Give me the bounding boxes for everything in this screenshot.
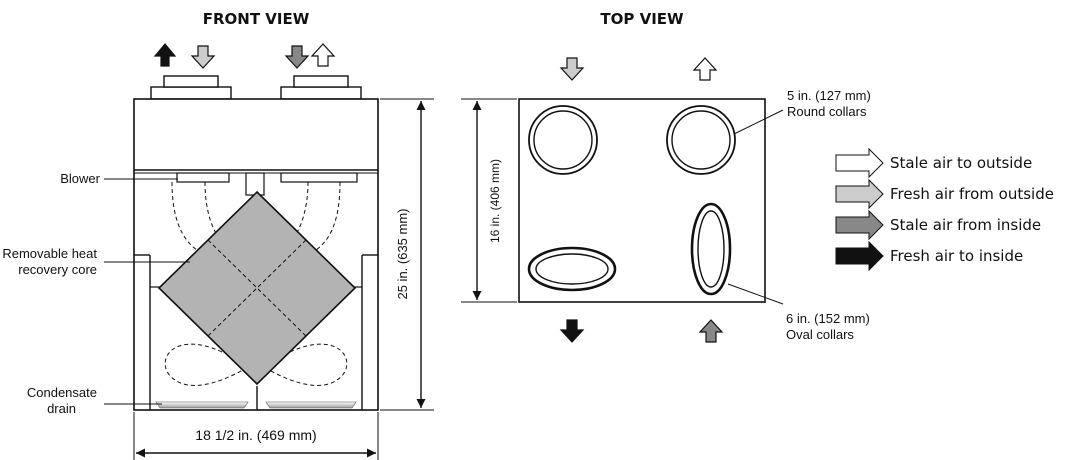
core-label-line1: Removable heat	[2, 246, 97, 261]
drain-label-line2: drain	[47, 401, 76, 416]
oval-collar-size-label: 6 in. (152 mm)	[786, 311, 870, 326]
center-divider	[245, 172, 265, 196]
front-collar-left	[150, 86, 232, 100]
legend-arrow-icon	[835, 178, 884, 210]
top-view-title: TOP VIEW	[600, 10, 684, 28]
round-collar-size-label: 5 in. (127 mm)	[787, 88, 871, 103]
top-arrow-down-lightgray-icon	[559, 57, 585, 81]
front-collar-right-top	[293, 75, 349, 88]
legend-label: Stale air from inside	[890, 216, 1041, 234]
round-collar-label: Round collars	[787, 104, 867, 119]
drain-pan-right	[265, 401, 357, 409]
drain-label-line1: Condensate	[27, 385, 97, 400]
arrow-up-white-icon	[310, 43, 336, 67]
depth-dimension: 16 in. (406 mm)	[461, 98, 517, 303]
arrow-down-lightgray-icon	[190, 45, 216, 69]
arrow-down-gray-icon	[284, 45, 310, 69]
width-dimension: 18 1/2 in. (469 mm)	[133, 412, 379, 460]
core-label-line2: recovery core	[18, 262, 97, 277]
oval-collar-label: Oval collars	[786, 327, 854, 342]
blower-right	[280, 172, 358, 183]
oval-collar-horizontal-inner	[535, 253, 609, 285]
front-collar-left-top	[163, 75, 219, 88]
top-view: TOP VIEW 5 in. (127 mm) Round collars 6 …	[461, 10, 871, 343]
height-dimension-label: 25 in. (635 mm)	[395, 208, 410, 299]
legend-arrow-icon	[835, 240, 884, 272]
legend-label: Stale air to outside	[890, 154, 1032, 172]
width-dimension-label: 18 1/2 in. (469 mm)	[195, 427, 316, 443]
height-dimension: 25 in. (635 mm)	[380, 98, 434, 411]
drain-pan-left	[155, 401, 249, 409]
top-arrow-down-black-icon	[559, 319, 585, 343]
legend-label: Fresh air to inside	[890, 247, 1023, 265]
oval-collar-vertical-inner	[697, 210, 725, 288]
legend-label: Fresh air from outside	[890, 185, 1054, 203]
blower-left	[176, 172, 230, 183]
top-arrow-up-gray-icon	[698, 319, 724, 343]
arrow-up-black-icon	[153, 43, 177, 67]
front-view: FRONT VIEW	[2, 10, 434, 460]
front-collar-right	[280, 86, 362, 100]
round-collar-right-inner	[671, 110, 731, 170]
front-view-title: FRONT VIEW	[203, 10, 310, 28]
legend-arrow-icon	[835, 209, 884, 241]
depth-dimension-label: 16 in. (406 mm)	[488, 159, 502, 243]
round-collar-left-inner	[533, 110, 593, 170]
legend-arrow-icon	[835, 147, 884, 179]
top-arrow-up-white-icon	[692, 57, 718, 81]
blower-label: Blower	[60, 171, 100, 186]
